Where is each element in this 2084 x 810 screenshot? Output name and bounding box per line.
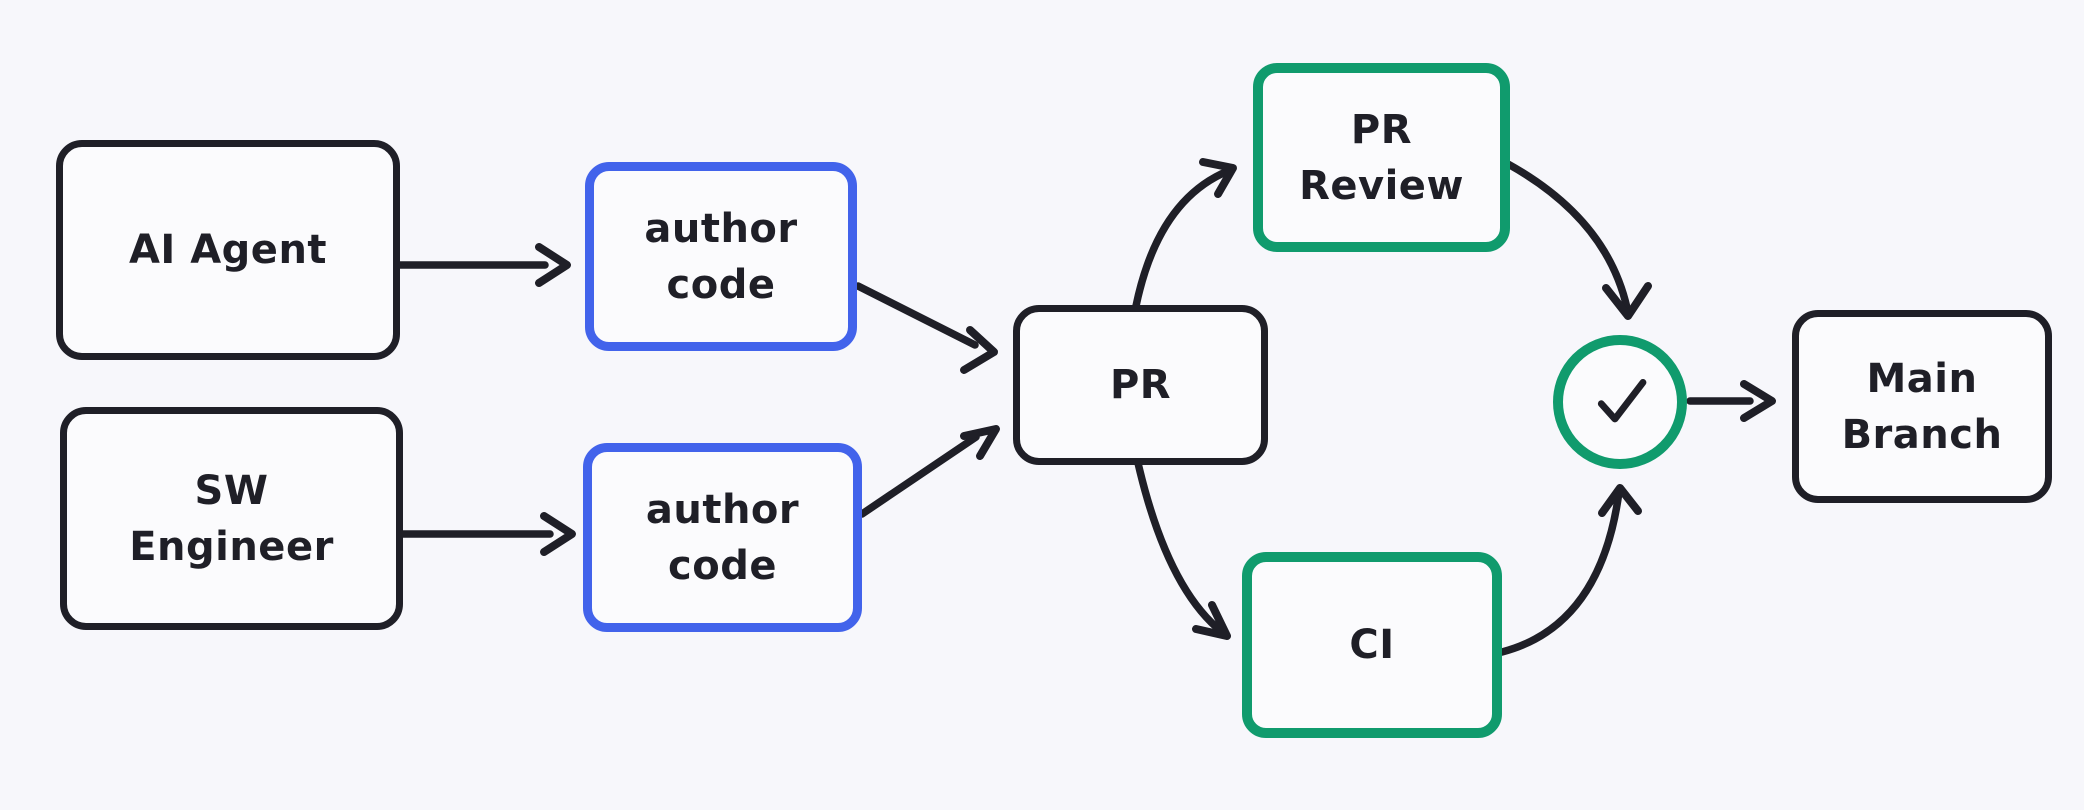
node-main-branch-label: Main Branch: [1841, 355, 2003, 458]
edge-curve: [1132, 167, 1232, 310]
node-author-code-top-label: author code: [644, 205, 798, 308]
node-ci: CI: [1242, 552, 1502, 738]
node-sw-engineer-label: SW Engineer: [129, 467, 334, 570]
edge-curve: [1504, 160, 1631, 312]
edge-pr-to-pr-review: [1132, 158, 1237, 310]
node-pr-review: PR Review: [1253, 63, 1510, 252]
edge-pr-review-to-approval: [1504, 160, 1652, 320]
edge-sw-engineer-to-author-code-bottom: [399, 512, 576, 556]
edge-pr-to-ci: [1134, 459, 1231, 640]
edge-ci-to-approval: [1498, 484, 1642, 656]
node-pr: PR: [1013, 305, 1268, 465]
arrowhead-down-icon: [1602, 282, 1652, 320]
node-author-code-bottom-label: author code: [645, 486, 800, 589]
edge-curve: [1134, 459, 1226, 636]
arrowhead-down-right-icon: [1192, 601, 1231, 640]
node-ai-agent-label: AI Agent: [128, 227, 328, 273]
arrowhead-up-right-icon: [1199, 158, 1237, 198]
arrowhead-down-right-icon: [960, 326, 998, 374]
edge-line: [854, 282, 979, 349]
node-pr-label: PR: [1109, 362, 1172, 408]
node-author-code-top: author code: [585, 162, 857, 351]
node-ai-agent: AI Agent: [56, 140, 400, 360]
edge-curve: [1498, 488, 1623, 656]
node-ci-label: CI: [1349, 622, 1395, 668]
edge-ai-agent-to-author-code-top: [396, 243, 571, 287]
node-pr-review-label: PR Review: [1299, 106, 1464, 209]
check-icon: [1597, 379, 1647, 423]
edge-author-code-top-to-pr: [854, 282, 998, 374]
edge-author-code-bottom-to-pr: [858, 425, 1000, 518]
node-main-branch: Main Branch: [1792, 310, 2052, 503]
node-approval-circle: [1553, 335, 1687, 469]
arrowhead-up-right-icon: [960, 425, 1000, 460]
arrowhead-up-icon: [1598, 484, 1642, 517]
arrowhead-right-icon: [540, 512, 576, 556]
edge-approval-to-main-branch: [1686, 380, 1776, 422]
node-author-code-bottom: author code: [583, 443, 862, 632]
arrowhead-right-icon: [1740, 380, 1776, 422]
arrowhead-right-icon: [535, 243, 571, 287]
edge-line: [858, 433, 980, 518]
node-sw-engineer: SW Engineer: [60, 407, 403, 630]
